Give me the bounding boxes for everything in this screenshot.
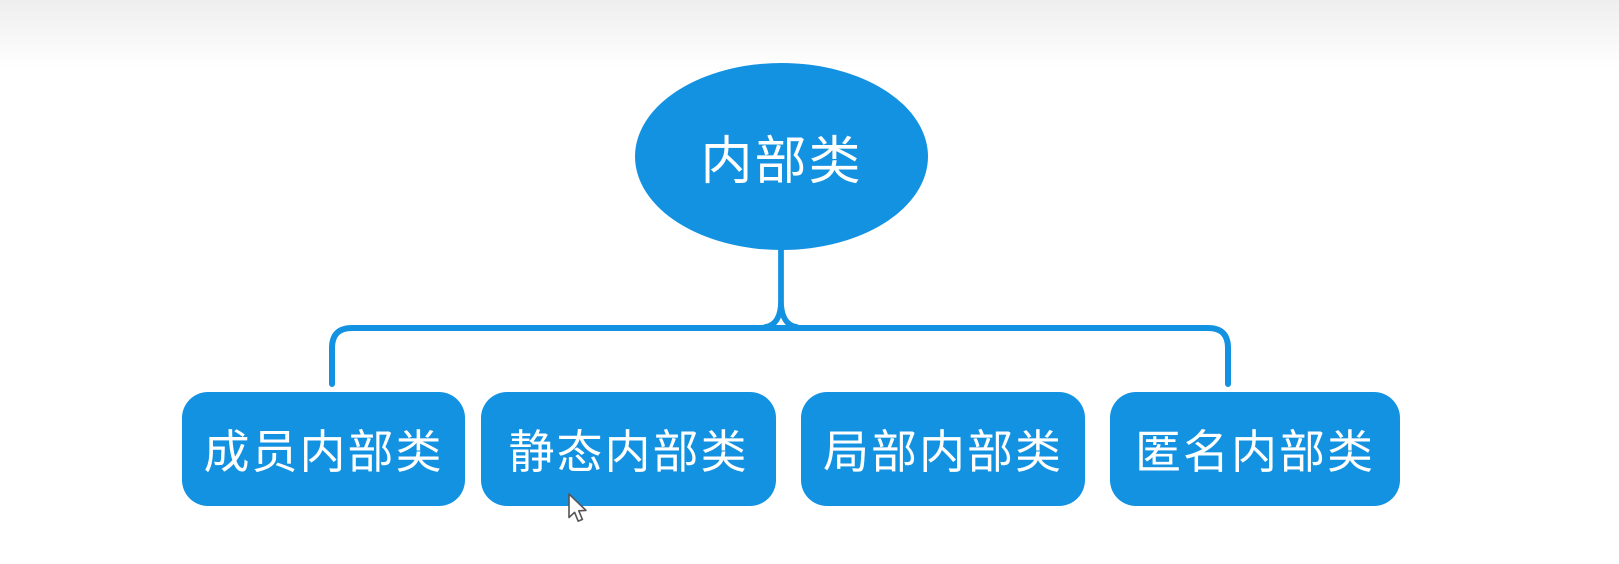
child-node-member-inner-class[interactable]: 成员内部类 <box>182 392 465 506</box>
child-node-label: 成员内部类 <box>203 426 444 478</box>
child-node-static-inner-class[interactable]: 静态内部类 <box>481 392 776 506</box>
root-node-inner-class[interactable]: 内部类 <box>635 63 928 250</box>
child-node-label: 局部内部类 <box>823 426 1063 478</box>
child-node-label: 匿名内部类 <box>1135 426 1375 478</box>
root-stem-connector-flare <box>778 244 800 330</box>
child-node-label: 静态内部类 <box>508 426 749 478</box>
child-node-anonymous-inner-class[interactable]: 匿名内部类 <box>1110 392 1400 506</box>
child-node-local-inner-class[interactable]: 局部内部类 <box>801 392 1085 506</box>
children-bracket-connector <box>329 325 1231 387</box>
root-node-label: 内部类 <box>700 133 863 191</box>
